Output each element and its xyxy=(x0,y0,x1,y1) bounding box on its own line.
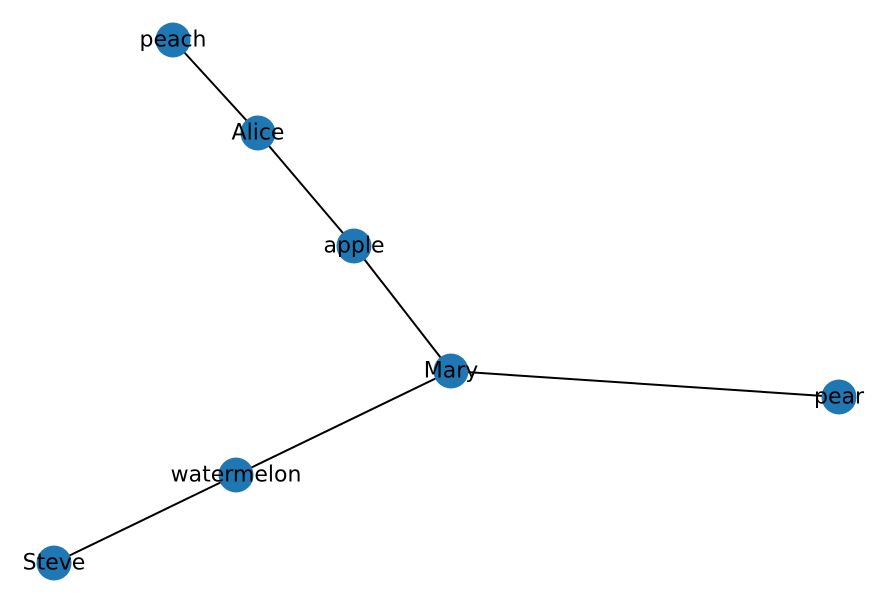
node-watermelon[interactable]: watermelon xyxy=(171,457,302,493)
node-mary[interactable]: Mary xyxy=(424,353,479,389)
node-steve-circle xyxy=(36,545,72,581)
node-alice-circle xyxy=(240,115,276,151)
node-apple[interactable]: apple xyxy=(323,228,385,264)
node-mary-label: Mary xyxy=(424,359,479,384)
edge-peach-alice xyxy=(172,39,259,134)
node-peach[interactable]: peach xyxy=(139,22,207,58)
node-alice[interactable]: Alice xyxy=(232,115,285,151)
node-steve-label: Steve xyxy=(23,551,86,576)
node-mary-circle xyxy=(433,353,469,389)
edge-mary-pear xyxy=(450,370,840,398)
edge-watermelon-steve xyxy=(53,474,237,564)
node-steve[interactable]: Steve xyxy=(23,545,86,581)
node-alice-label: Alice xyxy=(232,121,285,146)
edges-group xyxy=(53,39,840,564)
node-apple-label: apple xyxy=(323,234,384,259)
edge-apple-mary xyxy=(353,245,452,372)
node-pear-label: pear xyxy=(814,385,865,410)
node-peach-circle xyxy=(155,22,191,58)
node-peach-label: peach xyxy=(139,28,206,53)
edge-mary-watermelon xyxy=(235,370,452,476)
node-pear[interactable]: pear xyxy=(814,379,865,415)
node-watermelon-label: watermelon xyxy=(171,463,302,488)
node-pear-circle xyxy=(821,379,857,415)
node-watermelon-circle xyxy=(218,457,254,493)
edge-alice-apple xyxy=(257,132,355,247)
nodes-group: peach Alice apple Mary pear watermelon S… xyxy=(23,22,865,581)
node-apple-circle xyxy=(336,228,372,264)
